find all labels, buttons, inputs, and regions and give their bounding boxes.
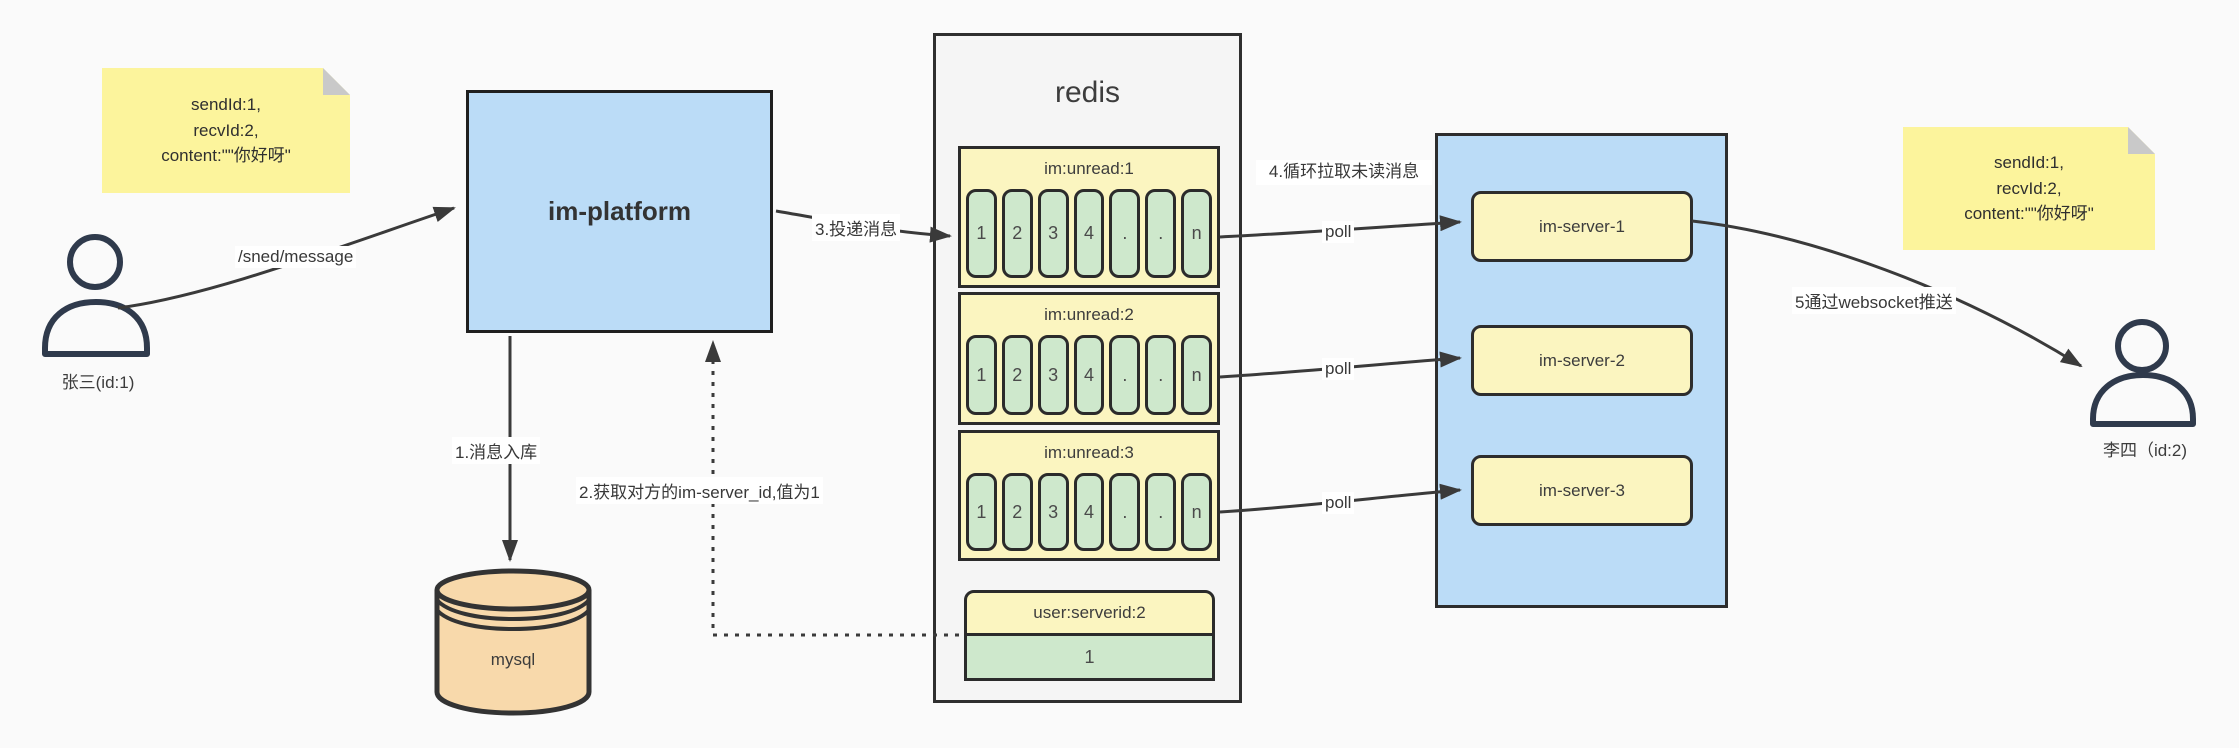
queue-cell: 2 — [1001, 335, 1033, 415]
note-line: content:""你好呀" — [1964, 204, 2094, 224]
queue-cell: . — [1109, 473, 1141, 551]
queue-cell: n — [1181, 189, 1213, 278]
note-line: recvId:2, — [193, 120, 259, 140]
queue-cell: 2 — [1001, 189, 1033, 278]
note-line: recvId:2, — [1996, 178, 2062, 198]
note-fold-corner-icon — [2128, 127, 2155, 154]
queue-cell: 3 — [1037, 335, 1069, 415]
queue-cell: 4 — [1073, 473, 1105, 551]
user-icon — [2090, 319, 2196, 427]
receiver-label: 李四（id:2) — [2102, 441, 2188, 460]
edge-label-step3: 3.投递消息 — [812, 214, 901, 241]
queue-cell: n — [1181, 473, 1213, 551]
queue-cell: 3 — [1037, 189, 1069, 278]
edge-label-poll-1: poll — [1322, 221, 1355, 243]
im-platform-node: im-platform — [466, 90, 773, 333]
queue-cell: 3 — [1037, 473, 1069, 551]
queue-cells: 1 2 3 4 . . n — [961, 335, 1217, 422]
redis-title: redis — [1054, 76, 1121, 109]
note-line: sendId:1, — [191, 95, 261, 115]
queue-cell: n — [1181, 335, 1213, 415]
queue-cell: 1 — [966, 473, 997, 551]
edge-label-step4: 4.循环拉取未读消息 — [1256, 160, 1432, 185]
edge-label-poll-2: poll — [1322, 358, 1355, 380]
user-icon — [42, 234, 150, 357]
mysql-database-icon — [434, 568, 592, 716]
queue-cell: . — [1145, 335, 1177, 415]
im-server-cluster: im-server-1 im-server-2 im-server-3 — [1435, 133, 1728, 608]
unread-queue-2: im:unread:2 1 2 3 4 . . n — [958, 292, 1220, 425]
edge-label-send-path: /sned/message — [235, 246, 357, 268]
queue-cell: 4 — [1073, 189, 1105, 278]
note-line: content:""你好呀" — [161, 146, 291, 166]
queue-header: im:unread:3 — [1044, 443, 1134, 462]
im-server-2-label: im-server-2 — [1539, 350, 1625, 370]
queue-header: im:unread:2 — [1044, 305, 1134, 324]
queue-cell: . — [1109, 189, 1141, 278]
im-platform-label: im-platform — [548, 196, 691, 226]
mysql-label: mysql — [490, 650, 536, 669]
redis-container: redis im:unread:1 1 2 3 4 . . n im:unrea… — [933, 33, 1242, 703]
queue-cell: 2 — [1001, 473, 1033, 551]
im-server-3-node: im-server-3 — [1471, 455, 1693, 526]
queue-cell: . — [1145, 473, 1177, 551]
message-note-left: sendId:1, recvId:2, content:""你好呀" — [102, 68, 350, 193]
queue-cells: 1 2 3 4 . . n — [961, 189, 1217, 285]
unread-queue-1: im:unread:1 1 2 3 4 . . n — [958, 146, 1220, 288]
queue-cell: . — [1109, 335, 1141, 415]
queue-cell: 1 — [966, 189, 997, 278]
unread-queue-3: im:unread:3 1 2 3 4 . . n — [958, 430, 1220, 561]
edge-label-step1: 1.消息入库 — [452, 437, 541, 464]
sender-label: 张三(id:1) — [61, 373, 135, 392]
im-server-1-label: im-server-1 — [1539, 216, 1625, 236]
im-server-2-node: im-server-2 — [1471, 325, 1693, 396]
queue-cell: 1 — [966, 335, 997, 415]
kv-header: user:serverid:2 — [964, 590, 1215, 636]
queue-cell: . — [1145, 189, 1177, 278]
kv-value: 1 — [964, 636, 1215, 681]
im-server-1-node: im-server-1 — [1471, 191, 1693, 262]
edge-label-step5: 5通过websocket推送 — [1792, 287, 1956, 314]
note-line: sendId:1, — [1994, 153, 2064, 173]
note-fold-corner-icon — [323, 68, 350, 95]
im-server-3-label: im-server-3 — [1539, 480, 1625, 500]
user-serverid-box: user:serverid:2 1 — [964, 590, 1215, 681]
queue-header: im:unread:1 — [1044, 159, 1134, 178]
edge-label-poll-3: poll — [1322, 492, 1355, 514]
queue-cells: 1 2 3 4 . . n — [961, 473, 1217, 558]
message-note-right: sendId:1, recvId:2, content:""你好呀" — [1903, 127, 2155, 250]
edge-label-step2: 2.获取对方的im-server_id,值为1 — [576, 477, 823, 504]
queue-cell: 4 — [1073, 335, 1105, 415]
